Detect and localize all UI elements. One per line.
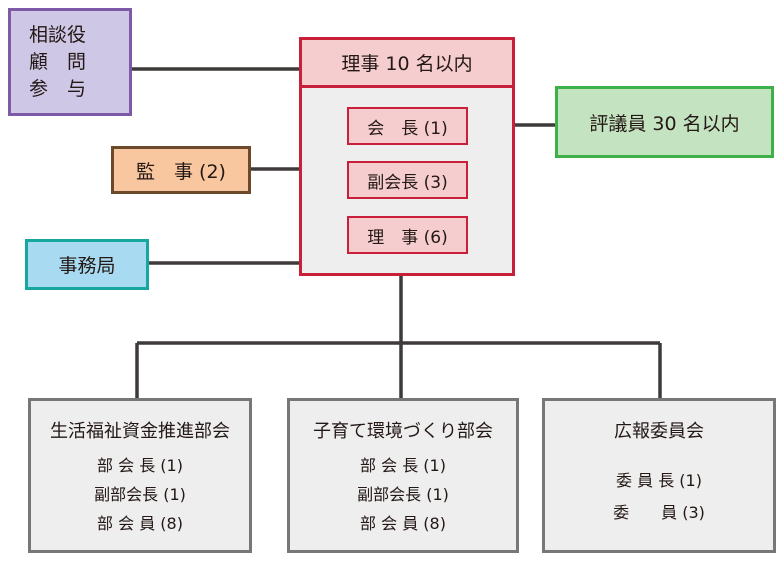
board-title-box: 理事 10 名以内 [299,37,515,88]
secretariat-label: 事務局 [58,255,116,277]
advisor-line: 顧 問 [29,50,87,73]
committee-member: 委 員 (3) [613,503,705,522]
committee-member: 副部会長 (1) [94,485,186,504]
committee-member: 部 会 員 (8) [360,514,446,533]
committee-member: 部 会 長 (1) [97,456,183,475]
councilors-box: 評議員 30 名以内 [555,86,774,158]
secretariat-box: 事務局 [25,239,149,290]
committee-box: 広報委員会 委 員 長 (1) 委 員 (3) [542,398,776,553]
board-title: 理事 10 名以内 [341,53,473,75]
committee-box: 子育て環境づくり部会 部 会 長 (1) 副部会長 (1) 部 会 員 (8) [287,398,519,553]
advisor-line: 相談役 [29,23,87,46]
committee-member: 部 会 員 (8) [97,514,183,533]
committee-name: 子育て環境づくり部会 [313,421,493,442]
advisor-line: 参 与 [29,77,87,100]
board-role-chairman: 会 長 (1) [347,107,468,145]
committee-member: 部 会 長 (1) [360,456,446,475]
board-role-director: 理 事 (6) [347,216,468,254]
committee-name: 広報委員会 [614,421,704,442]
auditor-label: 監 事 (2) [136,160,226,183]
committee-member: 委 員 長 (1) [616,471,702,490]
committee-name: 生活福祉資金推進部会 [50,421,230,442]
committee-member: 副部会長 (1) [357,485,449,504]
councilors-label: 評議員 30 名以内 [589,112,740,135]
committee-box: 生活福祉資金推進部会 部 会 長 (1) 副部会長 (1) 部 会 員 (8) [28,398,252,553]
board-role-vice-chairman: 副会長 (3) [347,161,468,199]
auditor-box: 監 事 (2) [111,146,251,194]
advisors-box: 相談役 顧 問 参 与 [8,8,132,116]
